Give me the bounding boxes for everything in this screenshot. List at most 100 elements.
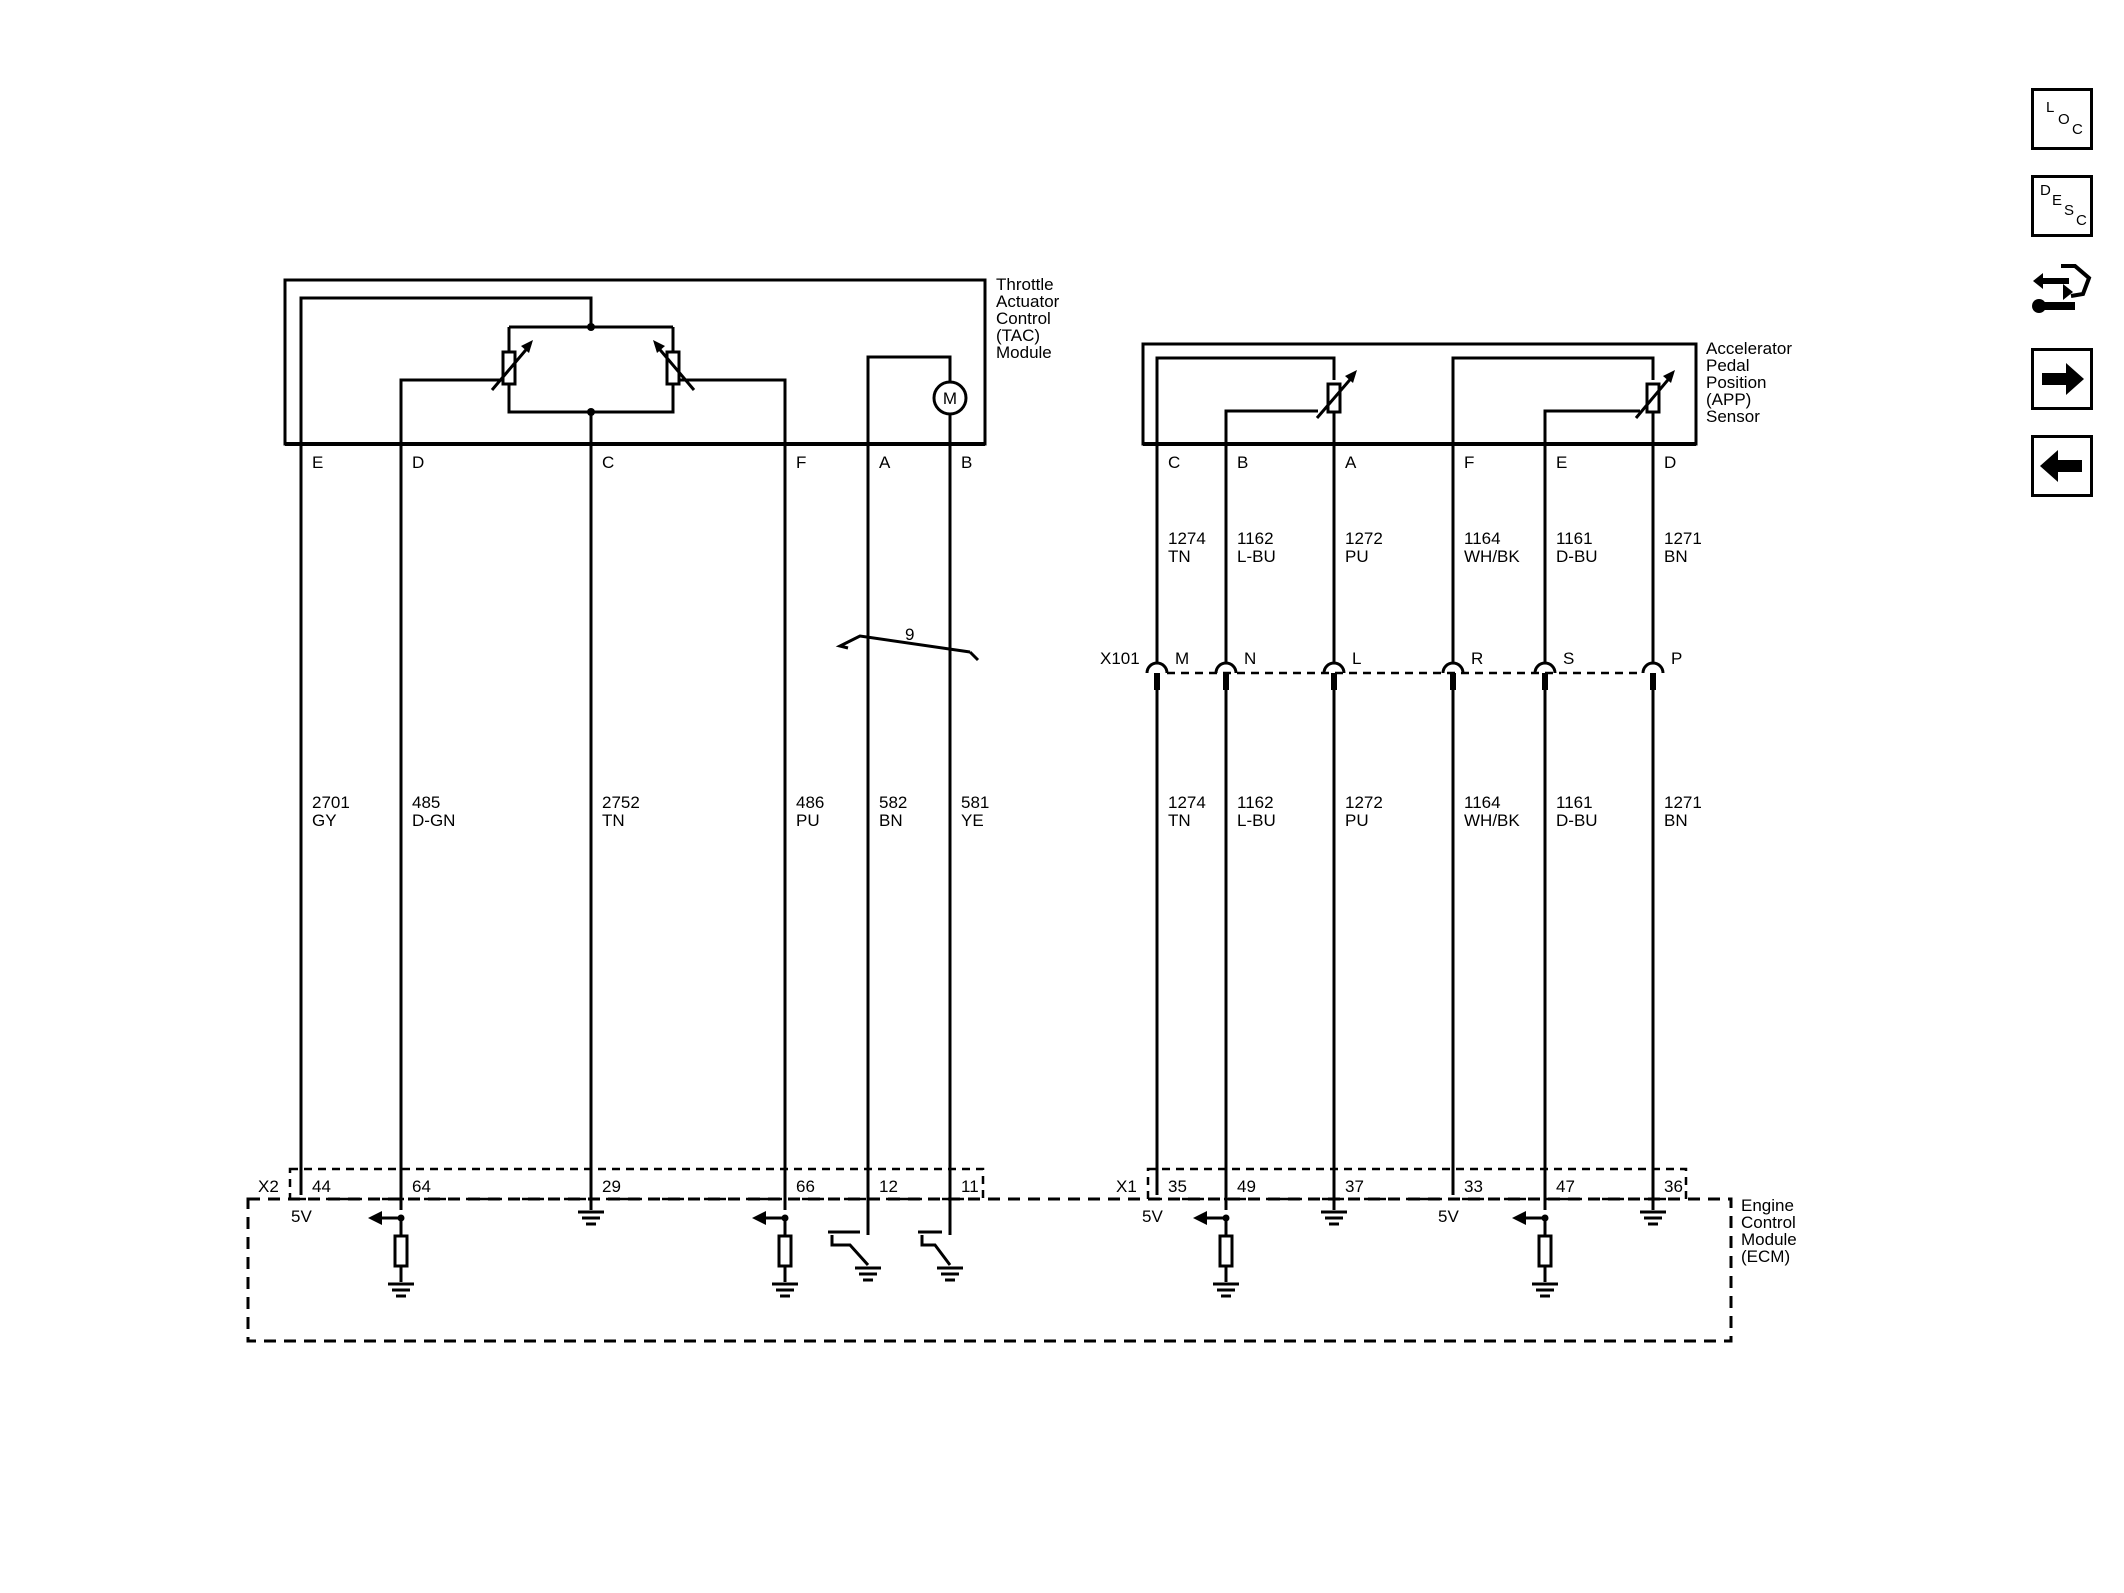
ecm-pin-label: 29 <box>602 1177 621 1196</box>
ref-5v-label: 5V <box>1438 1207 1459 1226</box>
inline-pin-label: R <box>1471 649 1483 668</box>
ecm-name-line: Engine <box>1741 1196 1794 1215</box>
wire-circuit: 1161 <box>1556 529 1593 548</box>
wire-circuit: 1272 <box>1345 529 1383 548</box>
wire-color: L-BU <box>1237 811 1276 830</box>
wire-color: TN <box>602 811 625 830</box>
x101-label: X101 <box>1100 649 1140 668</box>
wire-color: WH/BK <box>1464 811 1520 830</box>
app-pin-label: B <box>1237 453 1248 472</box>
ecm-pin-label: 49 <box>1237 1177 1256 1196</box>
tac-pin-label: A <box>879 453 891 472</box>
x1-label: X1 <box>1116 1177 1137 1196</box>
wire-color: L-BU <box>1237 547 1276 566</box>
ref-5v-label: 5V <box>291 1207 312 1226</box>
next-page-button[interactable] <box>2031 348 2093 410</box>
app-pin-label: F <box>1464 453 1474 472</box>
ecm-pin-label: 37 <box>1345 1177 1364 1196</box>
wire-color: TN <box>1168 547 1191 566</box>
location-button[interactable]: L O C <box>2031 88 2093 150</box>
ecm-pin-label: 12 <box>879 1177 898 1196</box>
inline-pin-label: P <box>1671 649 1682 668</box>
wire-circuit: 1271 <box>1664 529 1702 548</box>
inline-pin-label: L <box>1352 649 1361 668</box>
twist-label: 9 <box>905 625 914 644</box>
description-button[interactable]: D E S C <box>2031 175 2093 237</box>
ecm-pin-label: 66 <box>796 1177 815 1196</box>
wire-color: BN <box>879 811 903 830</box>
wire-color: GY <box>312 811 337 830</box>
app-pin-label: D <box>1664 453 1676 472</box>
inline-pin-label: N <box>1244 649 1256 668</box>
ecm-pin-label: 36 <box>1664 1177 1683 1196</box>
wire-circuit: 1274 <box>1168 529 1206 548</box>
loc-letter: O <box>2058 111 2070 128</box>
ecm-pin-label: 35 <box>1168 1177 1187 1196</box>
wire-circuit: 1274 <box>1168 793 1206 812</box>
inline-pin-label: M <box>1175 649 1189 668</box>
tac-pin-label: F <box>796 453 806 472</box>
wire-circuit: 486 <box>796 793 824 812</box>
wire-color: YE <box>961 811 984 830</box>
loc-letter: C <box>2072 121 2083 138</box>
ecm-name-line: Control <box>1741 1213 1796 1232</box>
wire-color: D-GN <box>412 811 455 830</box>
wire-color: WH/BK <box>1464 547 1520 566</box>
wire-circuit: 1162 <box>1237 793 1274 812</box>
tac-pin-label: C <box>602 453 614 472</box>
wire-circuit: 485 <box>412 793 440 812</box>
wire-circuit: 1164 <box>1464 529 1501 548</box>
app-name-line: Sensor <box>1706 407 1760 426</box>
x2-label: X2 <box>258 1177 279 1196</box>
wire-circuit: 2752 <box>602 793 640 812</box>
inline-pin-label: S <box>1563 649 1574 668</box>
app-name-line: Accelerator <box>1706 339 1792 358</box>
tac-name-line: Actuator <box>996 292 1060 311</box>
wire-color: PU <box>1345 547 1369 566</box>
wire-circuit: 2701 <box>312 793 350 812</box>
motor-label: M <box>943 389 957 408</box>
wire-circuit: 1164 <box>1464 793 1501 812</box>
tac-pin-label: D <box>412 453 424 472</box>
app-name-line: Position <box>1706 373 1766 392</box>
app-name-line: (APP) <box>1706 390 1751 409</box>
app-pin-label: C <box>1168 453 1180 472</box>
wire-circuit: 1271 <box>1664 793 1702 812</box>
wire-circuit: 1162 <box>1237 529 1274 548</box>
tac-pin-label: E <box>312 453 323 472</box>
desc-letter: D <box>2040 182 2051 199</box>
app-name-line: Pedal <box>1706 356 1749 375</box>
wire-color: D-BU <box>1556 547 1598 566</box>
app-pin-label: A <box>1345 453 1357 472</box>
wire-circuit: 581 <box>961 793 989 812</box>
ecm-pin-label: 47 <box>1556 1177 1575 1196</box>
wire-color: TN <box>1168 811 1191 830</box>
arrow-left-icon <box>2040 450 2082 482</box>
wire-color: BN <box>1664 811 1688 830</box>
arrow-right-icon <box>2042 363 2084 395</box>
wire-circuit: 1161 <box>1556 793 1593 812</box>
wire-circuit: 582 <box>879 793 907 812</box>
ecm-pin-label: 44 <box>312 1177 331 1196</box>
app-pin-label: E <box>1556 453 1567 472</box>
ref-5v-label: 5V <box>1142 1207 1163 1226</box>
tac-name-line: Module <box>996 343 1052 362</box>
ecm-box <box>246 1197 1733 1343</box>
tac-name-line: (TAC) <box>996 326 1040 345</box>
tac-name-line: Control <box>996 309 1051 328</box>
wire-color: BN <box>1664 547 1688 566</box>
ecm-name-line: Module <box>1741 1230 1797 1249</box>
ecm-name-line: (ECM) <box>1741 1247 1790 1266</box>
repair-icon <box>2032 264 2092 313</box>
desc-letter: S <box>2064 202 2075 219</box>
wire-color: PU <box>1345 811 1369 830</box>
repair-procedure-button[interactable] <box>2031 260 2093 322</box>
ecm-pin-label: 11 <box>961 1177 979 1196</box>
ecm-pin-label: 33 <box>1464 1177 1483 1196</box>
desc-letter: E <box>2052 192 2063 209</box>
wire-color: PU <box>796 811 820 830</box>
wire-circuit: 1272 <box>1345 793 1383 812</box>
ecm-pin-label: 64 <box>412 1177 431 1196</box>
previous-page-button[interactable] <box>2031 435 2093 497</box>
